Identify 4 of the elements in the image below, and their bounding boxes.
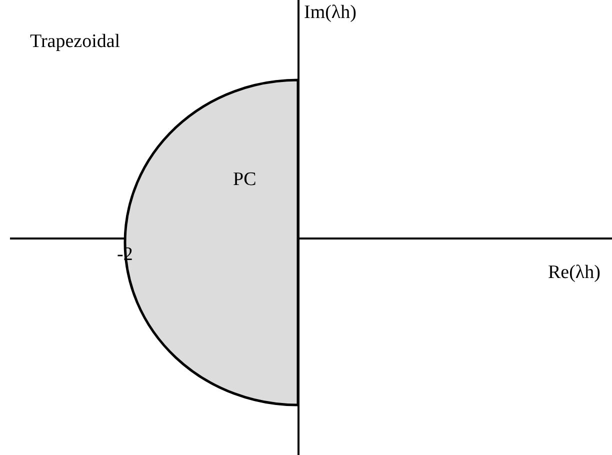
method-label: Trapezoidal [30,32,120,51]
axis-label: Re(λh) [548,263,600,282]
axis-label: Im(λh) [304,3,356,22]
region-label: PC [233,170,256,189]
